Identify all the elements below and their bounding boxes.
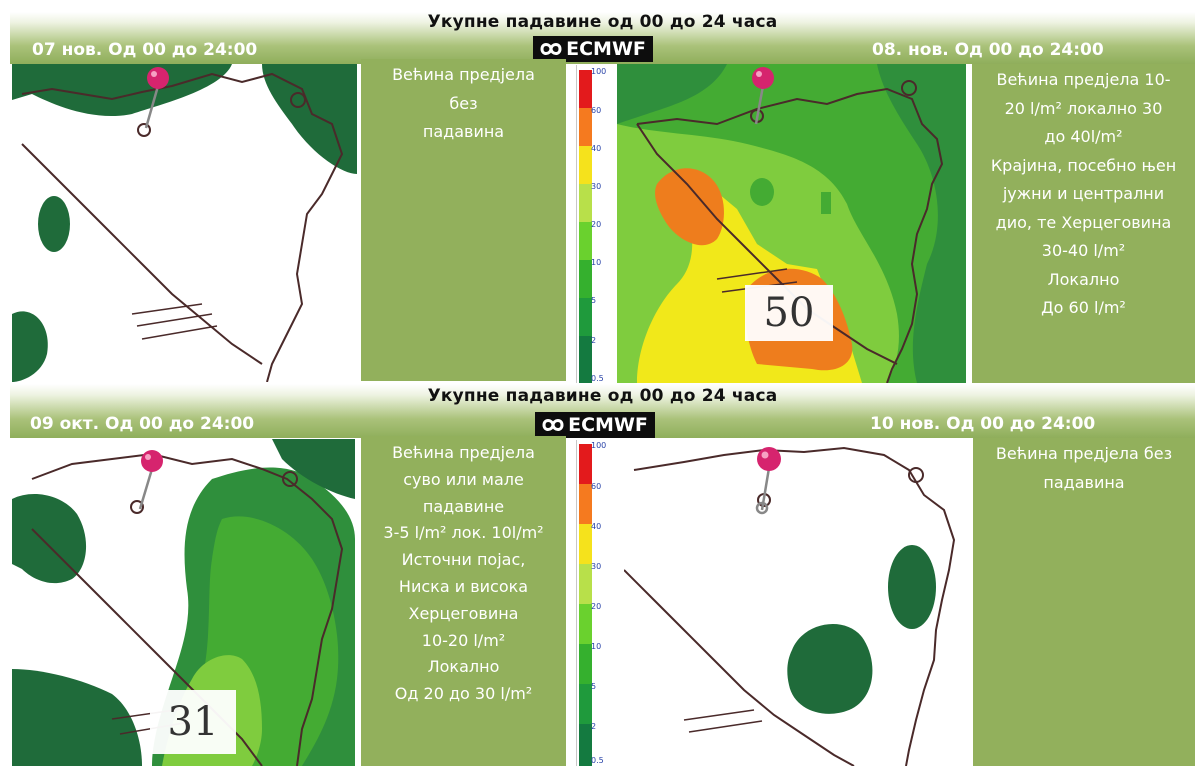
precip-map-day4 [624, 440, 966, 766]
location-pin-icon [137, 449, 167, 519]
precip-map-day1 [12, 64, 357, 382]
legend-tick: 10 [591, 258, 602, 267]
description-line: Већина предјела [392, 65, 535, 84]
description-line: 20 l/m² локално 30 [1004, 98, 1163, 118]
description-line: 10-20 l/m² [421, 630, 506, 650]
date-label-day3: 09 окт. Од 00 до 24:00 [30, 414, 255, 434]
ecmwf-logo-text: ECMWF [566, 38, 646, 60]
legend-tick: 5 [591, 296, 597, 305]
precip-color-legend: 100 60 40 30 20 10 5 2 0.5 [576, 440, 615, 766]
description-line: Локално [427, 657, 500, 677]
description-line: Крајина, посебно њен [990, 155, 1177, 175]
description-line: суво или мале [403, 469, 524, 489]
description-line: До 60 l/m² [1041, 298, 1126, 317]
legend-tick: 30 [591, 182, 602, 191]
precip-map-day3 [12, 439, 355, 766]
description-line: без [449, 93, 478, 113]
location-pin-icon [143, 66, 173, 136]
legend-tick: 100 [591, 67, 607, 76]
legend-tick: 2 [591, 336, 597, 345]
ecmwf-logo-text: ECMWF [568, 414, 648, 436]
description-line: јужни и централни [1002, 184, 1165, 203]
date-label-day4: 10 нов. Од 00 до 24:00 [870, 414, 1096, 434]
description-line: 3-5 l/m² лок. 10l/m² [383, 523, 544, 543]
legend-tick: 30 [591, 562, 602, 571]
ecmwf-logo-icon [540, 43, 562, 55]
description-line: Већина предјела 10- [996, 70, 1171, 89]
description-line: Локално [1047, 269, 1120, 289]
description-panel-day2: Већина предјела 10- 20 l/m² локално 30 д… [972, 64, 1195, 383]
ecmwf-logo-bottom: ECMWF [535, 412, 655, 438]
description-line: падавина [1043, 472, 1125, 492]
description-line: Источни појас, [401, 550, 526, 570]
legend-tick: 100 [591, 441, 607, 450]
precip-color-legend: 100 60 40 30 20 10 5 2 0.5 [576, 65, 615, 383]
description-line: падавина [422, 122, 505, 141]
description-line: Херцеговина [408, 603, 519, 623]
legend-tick: 0.5 [591, 756, 604, 765]
legend-tick: 20 [591, 220, 602, 229]
legend-tick: 40 [591, 522, 602, 531]
description-line: Ниска и висока [398, 576, 529, 596]
description-line: Већина предјела без [995, 444, 1173, 463]
description-line: дио, те Херцеговина [995, 212, 1172, 232]
banner-title: Укупне падавине од 00 до 24 часа [427, 12, 778, 32]
legend-tick: 10 [591, 642, 602, 651]
description-panel-day1: Већина предјела без падавина [361, 59, 566, 381]
description-panel-day3: Већина предјела суво или мале падавине 3… [361, 436, 566, 766]
legend-tick: 60 [591, 482, 602, 491]
ecmwf-logo-icon [542, 419, 564, 431]
description-line: Од 20 до 30 l/m² [394, 684, 533, 704]
banner-title-bottom: Укупне падавине од 00 до 24 часа [427, 386, 778, 406]
legend-tick: 40 [591, 144, 602, 153]
legend-tick: 2 [591, 722, 597, 731]
max-value-label: 31 [150, 690, 236, 754]
location-pin-icon [752, 446, 786, 520]
date-label-day2: 08. нов. Од 00 до 24:00 [872, 40, 1104, 60]
description-panel-day4: Већина предјела без падавина [973, 438, 1195, 766]
legend-tick: 0.5 [591, 374, 604, 383]
legend-tick: 60 [591, 106, 602, 115]
legend-tick: 20 [591, 602, 602, 611]
description-line: 30-40 l/m² [1041, 241, 1126, 260]
date-label-day1: 07 нов. Од 00 до 24:00 [32, 40, 258, 60]
max-value-label: 50 [745, 285, 833, 341]
description-line: до 40l/m² [1044, 127, 1123, 146]
description-line: Већина предјела [392, 443, 535, 462]
legend-tick: 5 [591, 682, 597, 691]
ecmwf-logo: ECMWF [533, 36, 653, 62]
description-line: падавине [422, 496, 505, 516]
location-pin-icon [748, 66, 778, 132]
